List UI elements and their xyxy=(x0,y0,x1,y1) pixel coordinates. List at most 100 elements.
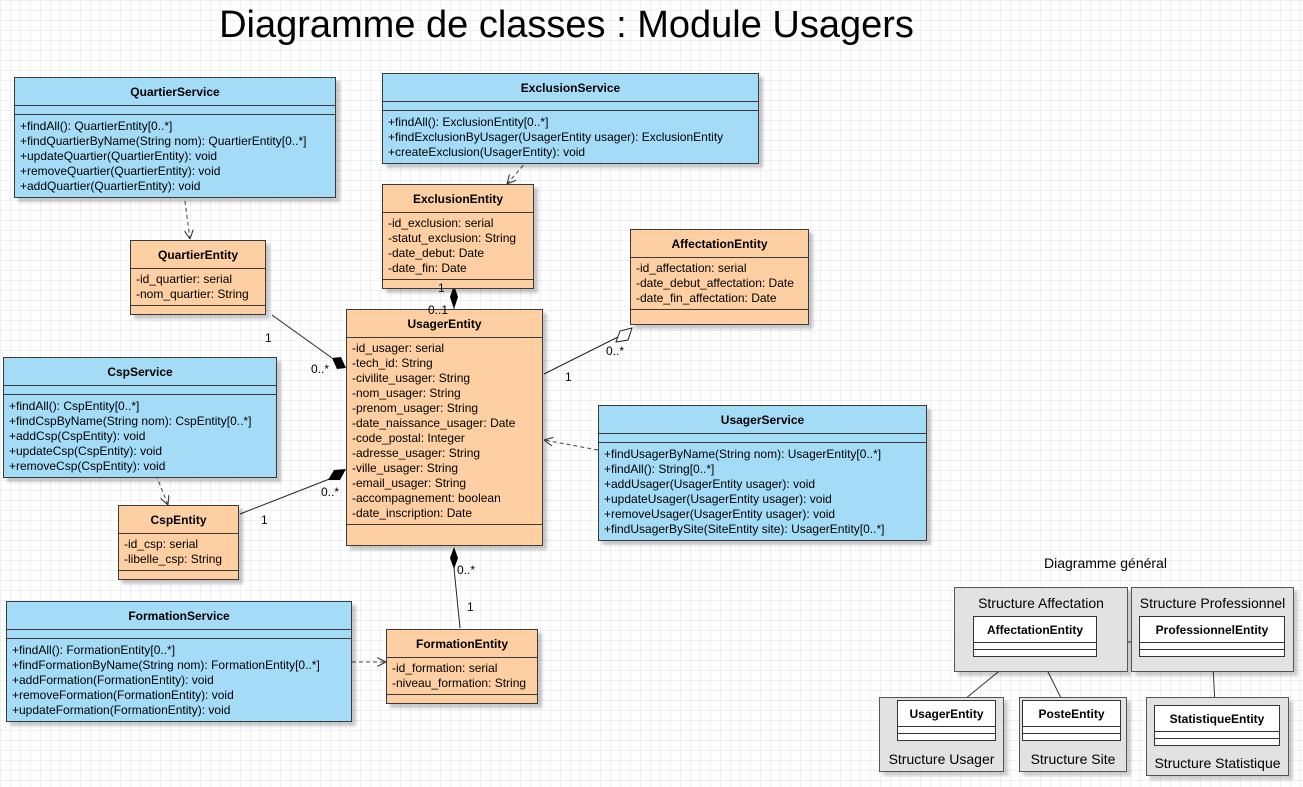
attribute: -id_exclusion: serial xyxy=(388,216,494,230)
class-exclusion-service[interactable]: ExclusionService +findAll(): ExclusionEn… xyxy=(382,73,759,164)
methods-section: +findAll(): ExclusionEntity[0..*] +findE… xyxy=(383,111,758,163)
method: +findUsagerByName(String nom): UsagerEnt… xyxy=(604,447,882,461)
class-usager-entity[interactable]: UsagerEntity -id_usager: serial -tech_id… xyxy=(346,309,543,546)
methods-section xyxy=(119,571,238,579)
method: +addUsager(UsagerEntity usager): void xyxy=(604,477,816,491)
dep-quartier xyxy=(183,193,190,239)
attribute: -prenom_usager: String xyxy=(352,401,479,415)
class-csp-service[interactable]: CspService +findAll(): CspEntity[0..*] +… xyxy=(3,357,277,478)
attribute: -date_fin: Date xyxy=(388,261,467,275)
mini-class-statistique-entity[interactable]: StatistiqueEntity xyxy=(1154,705,1280,746)
methods-section xyxy=(387,695,537,703)
mini-attributes-row xyxy=(1140,643,1284,650)
gen-link-affectation-poste xyxy=(1045,667,1063,701)
methods-section: +findAll(): CspEntity[0..*] +findCspByNa… xyxy=(4,395,276,477)
aggregation-diamond-affectation xyxy=(615,327,633,343)
class-quartier-service[interactable]: QuartierService +findAll(): QuartierEnti… xyxy=(14,77,336,198)
method: +findFormationByName(String nom): Format… xyxy=(12,658,320,672)
attribute: -accompagnement: boolean xyxy=(352,491,501,505)
attribute: -nom_usager: String xyxy=(352,386,461,400)
attributes-section xyxy=(599,434,926,443)
mini-class-usager-entity[interactable]: UsagerEntity xyxy=(897,700,996,741)
methods-section: +findUsagerByName(String nom): UsagerEnt… xyxy=(599,443,926,540)
class-name: QuartierService xyxy=(15,78,335,106)
attributes-section xyxy=(383,102,758,111)
multiplicity-affectation-one: 1 xyxy=(565,370,572,384)
method: +findAll(): String[0..*] xyxy=(604,462,715,476)
multiplicity-exclusion-one: 1 xyxy=(438,281,445,295)
diagram-title: Diagramme de classes : Module Usagers xyxy=(219,4,914,46)
method: +updateUsager(UsagerEntity usager): void xyxy=(604,492,832,506)
mini-class-name: UsagerEntity xyxy=(898,701,995,727)
attribute: -libelle_csp: String xyxy=(124,552,223,566)
attribute: -tech_id: String xyxy=(352,356,433,370)
attribute: -date_debut: Date xyxy=(388,246,485,260)
attribute: -date_debut_affectation: Date xyxy=(636,276,794,290)
attribute: -email_usager: String xyxy=(352,476,467,490)
composition-diamond-quartier xyxy=(332,357,346,369)
mini-class-professionnel-entity[interactable]: ProfessionnelEntity xyxy=(1139,616,1285,657)
method: +removeCsp(CspEntity): void xyxy=(9,459,166,473)
mini-class-affectation-entity[interactable]: AffectationEntity xyxy=(973,616,1097,657)
attribute: -civilite_usager: String xyxy=(352,371,471,385)
mini-attributes-row xyxy=(1023,727,1120,734)
method: +findAll(): CspEntity[0..*] xyxy=(9,399,140,413)
class-usager-service[interactable]: UsagerService +findUsagerByName(String n… xyxy=(598,405,927,541)
composition-diamond-formation xyxy=(450,547,458,569)
mini-methods-row xyxy=(898,734,995,740)
class-formation-service[interactable]: FormationService +findAll(): FormationEn… xyxy=(6,601,352,722)
attribute: -id_quartier: serial xyxy=(136,272,233,286)
multiplicity-csp-many: 0..* xyxy=(321,485,340,499)
attributes-section xyxy=(4,386,276,395)
method: +removeFormation(FormationEntity): void xyxy=(12,688,234,702)
methods-section xyxy=(383,280,533,288)
mini-class-name: PosteEntity xyxy=(1023,701,1120,727)
class-name: AffectationEntity xyxy=(631,230,808,258)
mini-class-name: ProfessionnelEntity xyxy=(1140,617,1284,643)
method: +removeUsager(UsagerEntity usager): void xyxy=(604,507,836,521)
dep-exclusion xyxy=(507,159,529,184)
attributes-section: -id_formation: serial -niveau_formation:… xyxy=(387,658,537,695)
gen-link-affectation-usager xyxy=(964,667,1004,700)
class-csp-entity[interactable]: CspEntity -id_csp: serial -libelle_csp: … xyxy=(118,505,239,580)
attributes-section: -id_affectation: serial -date_debut_affe… xyxy=(631,258,808,310)
mini-class-name: StatistiqueEntity xyxy=(1155,706,1279,732)
class-exclusion-entity[interactable]: ExclusionEntity -id_exclusion: serial -s… xyxy=(382,184,534,289)
method: +findUsagerBySite(SiteEntity site): Usag… xyxy=(604,522,885,536)
attributes-section xyxy=(7,630,351,639)
mini-attributes-row xyxy=(974,643,1096,650)
mini-attributes-row xyxy=(898,727,995,734)
method: +findAll(): ExclusionEntity[0..*] xyxy=(388,115,549,129)
attribute: -date_inscription: Date xyxy=(352,506,473,520)
attribute: -niveau_formation: String xyxy=(392,676,527,690)
multiplicity-formation-one: 1 xyxy=(467,600,474,614)
method: +updateCsp(CspEntity): void xyxy=(9,444,163,458)
attribute: -code_postal: Integer xyxy=(352,431,465,445)
method: +findAll(): QuartierEntity[0..*] xyxy=(20,119,173,133)
method: +createExclusion(UsagerEntity): void xyxy=(388,145,586,159)
dep-usager xyxy=(544,440,599,451)
attribute: -nom_quartier: String xyxy=(136,287,249,301)
assoc-quartier xyxy=(271,314,333,359)
package-label: Structure Professionnel xyxy=(1139,595,1286,611)
method: +findQuartierByName(String nom): Quartie… xyxy=(20,134,307,148)
mini-methods-row xyxy=(974,650,1096,656)
multiplicity-affectation-many: 0..* xyxy=(606,344,625,358)
class-formation-entity[interactable]: FormationEntity -id_formation: serial -n… xyxy=(386,629,538,704)
method: +addFormation(FormationEntity): void xyxy=(12,673,214,687)
mini-methods-row xyxy=(1023,734,1120,740)
class-affectation-entity[interactable]: AffectationEntity -id_affectation: seria… xyxy=(630,229,809,325)
mini-class-poste-entity[interactable]: PosteEntity xyxy=(1022,700,1121,741)
attributes-section: -id_exclusion: serial -statut_exclusion:… xyxy=(383,213,533,280)
multiplicity-quartier-many: 0..* xyxy=(311,362,330,376)
attributes-section: -id_csp: serial -libelle_csp: String xyxy=(119,534,238,571)
class-name: UsagerService xyxy=(599,406,926,434)
class-quartier-entity[interactable]: QuartierEntity -id_quartier: serial -nom… xyxy=(130,240,266,315)
method: +addQuartier(QuartierEntity): void xyxy=(20,179,201,193)
package-label: Structure Site xyxy=(1030,751,1116,767)
multiplicity-formation-many: 0..* xyxy=(457,563,476,577)
mini-methods-row xyxy=(1140,650,1284,656)
attribute: -id_usager: serial xyxy=(352,341,445,355)
methods-section xyxy=(347,525,542,545)
